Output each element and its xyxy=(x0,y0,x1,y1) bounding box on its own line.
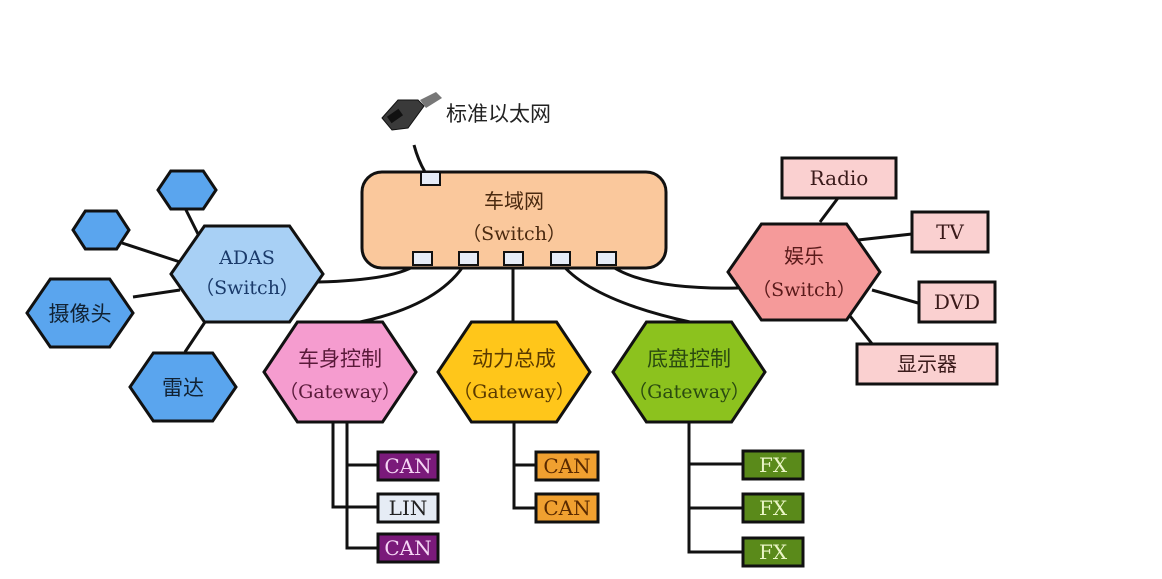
link-ent-display xyxy=(848,315,875,346)
bus-node[interactable]: CAN xyxy=(534,450,600,482)
bus-box xyxy=(534,492,600,524)
bus-node[interactable]: FX xyxy=(741,492,805,524)
adas-child-node[interactable] xyxy=(156,169,218,211)
entertainment-device[interactable]: DVD xyxy=(917,280,997,324)
link-central-chassis xyxy=(558,261,691,324)
ethernet-label: 标准以太网 xyxy=(446,102,551,126)
bus-label: CAN xyxy=(543,496,590,520)
link-body-can2 xyxy=(345,422,378,550)
device-box xyxy=(917,280,997,324)
adas-switch[interactable]: ADAS （Switch） xyxy=(169,224,325,324)
port-1 xyxy=(412,251,433,266)
bus-box xyxy=(376,532,440,564)
device-label: Radio xyxy=(810,166,869,190)
bus-box xyxy=(741,492,805,524)
bus-label: FX xyxy=(759,453,788,477)
link-chassis-fx3 xyxy=(687,422,743,554)
gateway-node[interactable]: 动力总成 （Gateway） xyxy=(436,320,592,424)
entertainment-name: 娱乐 xyxy=(784,244,824,268)
link-ent-radio xyxy=(818,197,840,223)
gateway-sub: （Gateway） xyxy=(628,381,750,403)
entertainment-device[interactable]: Radio xyxy=(780,156,898,200)
link-adas-child-2 xyxy=(121,241,181,264)
link-adas-radar xyxy=(183,321,207,353)
bus-node[interactable]: FX xyxy=(741,536,805,568)
central-switch[interactable]: 车域网 （Switch） xyxy=(360,170,668,270)
gateway-node[interactable]: 底盘控制 （Gateway） xyxy=(611,320,767,424)
bus-box xyxy=(376,450,440,482)
link-power-can2 xyxy=(512,422,536,510)
bus-label: LIN xyxy=(389,496,428,520)
entertainment-hexagon xyxy=(726,222,882,322)
bus-label: CAN xyxy=(384,536,431,560)
bus-box xyxy=(534,450,600,482)
adas-sub: （Switch） xyxy=(195,277,299,299)
entertainment-sub: （Switch） xyxy=(752,279,856,301)
entertainment-device[interactable]: TV xyxy=(910,210,990,254)
ethernet-cable-line xyxy=(412,144,427,173)
gateway-hexagon xyxy=(262,320,418,424)
link-adas-camera xyxy=(132,288,181,299)
central-switch-box xyxy=(360,170,668,270)
gateway-sub: （Gateway） xyxy=(279,381,401,403)
bus-label: FX xyxy=(759,540,788,564)
device-box xyxy=(910,210,990,254)
link-ent-tv xyxy=(857,232,913,242)
gateway-name: 底盘控制 xyxy=(647,347,731,371)
adas-hexagon xyxy=(169,224,325,324)
adas-child-hexagon xyxy=(156,169,218,211)
bus-box xyxy=(741,449,805,481)
bus-label: CAN xyxy=(543,454,590,478)
bus-node[interactable]: FX xyxy=(741,449,805,481)
adas-child-label: 雷达 xyxy=(162,376,204,400)
device-box xyxy=(855,342,999,386)
device-label: 显示器 xyxy=(897,352,957,376)
central-switch-name: 车域网 xyxy=(484,189,544,213)
link-body-lin xyxy=(331,422,378,509)
ethernet-connector-icon xyxy=(381,92,442,131)
adas-child-hexagon xyxy=(25,277,135,349)
bus-node[interactable]: LIN xyxy=(376,492,440,524)
adas-child-hexagon xyxy=(71,209,131,251)
bus-node[interactable]: CAN xyxy=(376,532,440,564)
entertainment-device[interactable]: 显示器 xyxy=(855,342,999,386)
adas-child-label: 摄像头 xyxy=(49,302,112,326)
port-4 xyxy=(550,251,571,266)
gateway-hexagon xyxy=(611,320,767,424)
port-5 xyxy=(596,251,617,266)
device-label: DVD xyxy=(934,290,980,314)
gateway-sub: （Gateway） xyxy=(453,381,575,403)
adas-child-node[interactable]: 雷达 xyxy=(128,351,238,423)
gateway-name: 车身控制 xyxy=(298,347,382,371)
port-top xyxy=(420,171,441,186)
bus-node[interactable]: CAN xyxy=(376,450,440,482)
bus-box xyxy=(376,492,440,524)
gateway-node[interactable]: 车身控制 （Gateway） xyxy=(262,320,418,424)
entertainment-switch[interactable]: 娱乐 （Switch） xyxy=(726,222,882,322)
adas-name: ADAS xyxy=(218,247,275,269)
link-central-body xyxy=(359,261,468,324)
bus-node[interactable]: CAN xyxy=(534,492,600,524)
link-ent-dvd xyxy=(871,288,919,305)
port-2 xyxy=(458,251,479,266)
central-switch-sub: （Switch） xyxy=(462,223,566,245)
adas-child-hexagon xyxy=(128,351,238,423)
adas-child-node[interactable] xyxy=(71,209,131,251)
port-3 xyxy=(503,251,524,266)
adas-child-node[interactable]: 摄像头 xyxy=(25,277,135,349)
bus-label: FX xyxy=(759,496,788,520)
gateway-hexagon xyxy=(436,320,592,424)
bus-label: CAN xyxy=(384,454,431,478)
device-box xyxy=(780,156,898,200)
bus-box xyxy=(741,536,805,568)
device-label: TV xyxy=(936,220,964,244)
gateway-name: 动力总成 xyxy=(472,347,556,371)
